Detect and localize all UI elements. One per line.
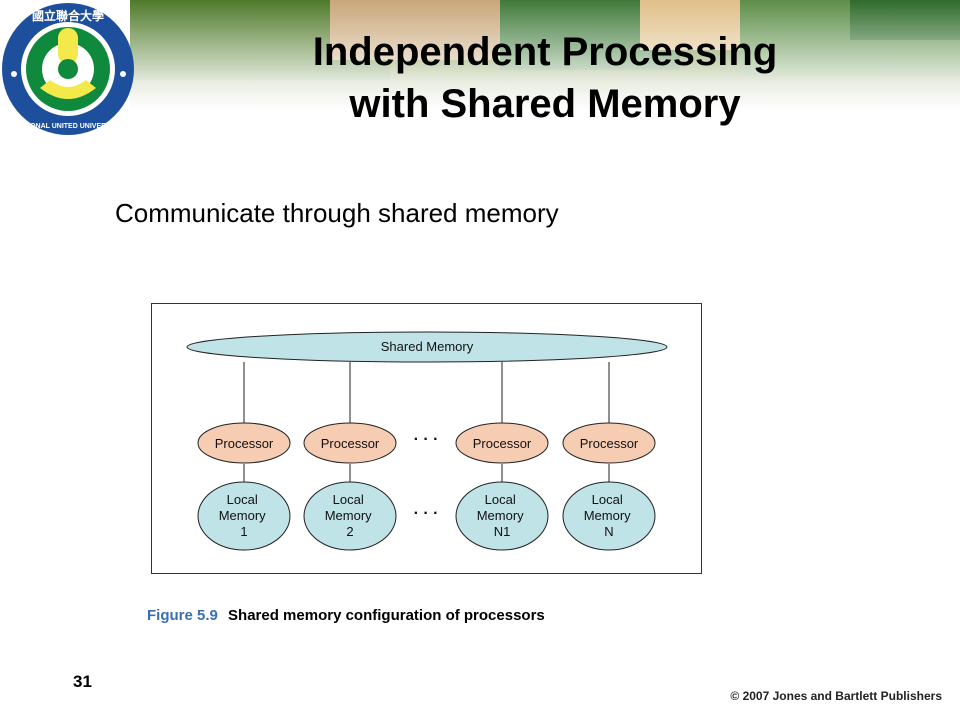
- logo-text-bottom: NATIONAL UNITED UNIVERSITY: [14, 123, 122, 130]
- figure-frame: Shared Memory Processor Processor Proces…: [151, 303, 702, 574]
- local-memory-node-3: [455, 481, 549, 551]
- processor-label-2: Processor: [321, 436, 380, 451]
- logo-text-top: 國立聯合大學: [32, 8, 104, 23]
- header-banner: [130, 0, 960, 110]
- processor-label-3: Processor: [473, 436, 532, 451]
- shared-memory-label: Shared Memory: [381, 339, 474, 354]
- local-memory-label-2: Local Memory 2: [325, 492, 376, 539]
- figure-number: Figure 5.9: [147, 607, 218, 624]
- bullet-text: Communicate through shared memory: [115, 198, 559, 228]
- local-memory-label-1: Local Memory 1: [219, 492, 270, 539]
- processor-label-1: Processor: [215, 436, 274, 451]
- slide-title-line-2: with Shared Memory: [349, 82, 741, 126]
- figure-caption-text: Shared memory configuration of processor…: [228, 607, 545, 624]
- local-memory-node-1: [197, 481, 291, 551]
- processor-node-4: [562, 422, 656, 464]
- local-memory-node-2: [303, 481, 397, 551]
- figure-caption: Figure 5.9 Shared memory configuration o…: [147, 607, 545, 624]
- processor-label-4: Processor: [580, 436, 639, 451]
- ellipsis-processors: · · ·: [414, 431, 439, 448]
- page-number: 31: [73, 672, 92, 691]
- shared-memory-diagram: Shared Memory Processor Processor Proces…: [186, 331, 668, 551]
- local-memory-label-3: Local Memory N1: [477, 492, 528, 539]
- processor-node-3: [455, 422, 549, 464]
- slide-title-line-1: Independent Processing: [312, 30, 778, 74]
- local-memory-label-4: Local Memory N: [584, 492, 635, 539]
- processor-node-2: [303, 422, 397, 464]
- university-logo: 國立聯合大學 NATIONAL UNITED UNIVERSITY: [2, 3, 134, 135]
- slide-title: Independent Processing with Shared Memor…: [160, 26, 930, 130]
- shared-memory-node: [186, 331, 668, 363]
- processor-node-1: [197, 422, 291, 464]
- local-memory-node-4: [562, 481, 656, 551]
- copyright-notice: © 2007 Jones and Bartlett Publishers: [730, 689, 942, 703]
- ellipsis-local-memories: · · ·: [414, 505, 439, 522]
